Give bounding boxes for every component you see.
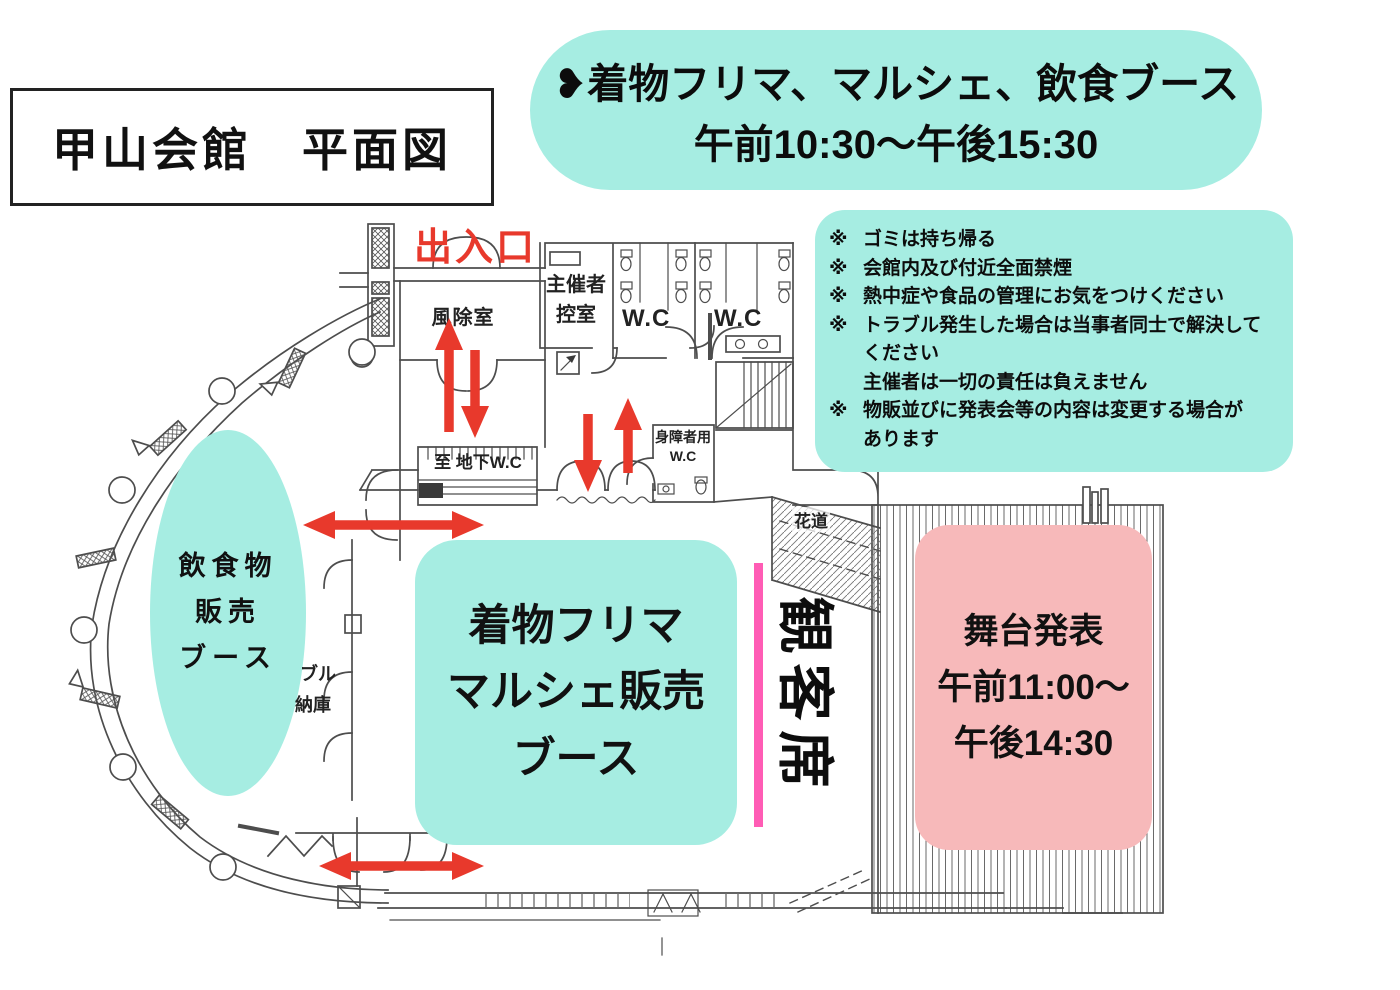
food-booth-zone: 飲食物 販売 ブース <box>150 430 306 796</box>
entrance-exit-label: 出入口 <box>414 227 538 269</box>
stage-label: 舞台発表 午前11:00〜 午後14:30 <box>937 611 1130 763</box>
event-banner-line1-text: 着物フリマ、マルシェ、飲食ブース <box>587 61 1240 107</box>
note-marker: ※ <box>829 229 848 250</box>
note-marker: ※ <box>829 257 848 279</box>
note-text: トラブル発生した場合は当事者同士で解決して ください 主催者は一切の責任は負えま… <box>863 314 1262 393</box>
note-item: ※ トラブル発生した場合は当事者同士で解決して ください 主催者は一切の責任は負… <box>829 312 1285 398</box>
food-booth-label: 飲食物 販売 ブース <box>178 551 278 673</box>
room-label-wc-left: W.C <box>622 305 671 332</box>
audience-divider-line <box>754 563 763 827</box>
note-text: ゴミは持ち帰る <box>863 229 997 250</box>
note-text: 熱中症や食品の管理にお気をつけください <box>863 286 1225 307</box>
audience-label: 観客席 <box>772 596 836 798</box>
stage-zone: 舞台発表 午前11:00〜 午後14:30 <box>915 525 1152 850</box>
room-label-storage-frag2: 納庫 <box>295 695 331 715</box>
notes-box: ※ ゴミは持ち帰る ※ 会館内及び付近全面禁煙 ※ 熱中症や食品の管理にお気をつ… <box>815 210 1293 472</box>
note-text: 物販並びに発表会等の内容は変更する場合が あります <box>863 400 1244 450</box>
event-banner-line1: ❥着物フリマ、マルシェ、飲食ブース <box>553 50 1239 110</box>
audience-area: 観客席 <box>700 586 918 808</box>
room-label-wc-right: W.C <box>714 305 763 332</box>
page-title: 甲山会館 平面図 <box>52 124 452 176</box>
note-marker: ※ <box>829 400 848 421</box>
room-label-windbreak: 風除室 <box>431 307 495 329</box>
room-label-basement-wc: 至 地下W.C <box>434 453 522 472</box>
event-banner: ❥着物フリマ、マルシェ、飲食ブース 午前10:30〜午後15:30 <box>530 30 1262 190</box>
colonnade-windows <box>68 347 307 831</box>
note-item: ※ 会館内及び付近全面禁煙 <box>829 255 1285 284</box>
note-item: ※ 熱中症や食品の管理にお気をつけください <box>829 283 1285 312</box>
kimono-booth-zone: 着物フリマ マルシェ販売 ブース <box>415 540 737 845</box>
kimono-booth-label: 着物フリマ マルシェ販売 ブース <box>447 601 705 783</box>
event-banner-line2: 午前10:30〜午後15:30 <box>693 123 1099 167</box>
note-item: ※ ゴミは持ち帰る <box>829 226 1285 255</box>
note-text: 会館内及び付近全面禁煙 <box>863 257 1073 279</box>
room-label-storage-frag1: ブル <box>300 664 336 684</box>
note-item: ※ 物販並びに発表会等の内容は変更する場合が あります <box>829 397 1285 454</box>
room-label-hanamichi: 花道 <box>792 507 830 532</box>
title-box: 甲山会館 平面図 <box>10 88 494 206</box>
heart-icon: ❥ <box>552 61 588 107</box>
room-label-organizer: 主催者 控室 <box>546 274 606 326</box>
room-label-accessible-wc: 身障者用 W.C <box>655 429 711 464</box>
note-marker: ※ <box>829 314 848 336</box>
note-marker: ※ <box>829 286 848 307</box>
